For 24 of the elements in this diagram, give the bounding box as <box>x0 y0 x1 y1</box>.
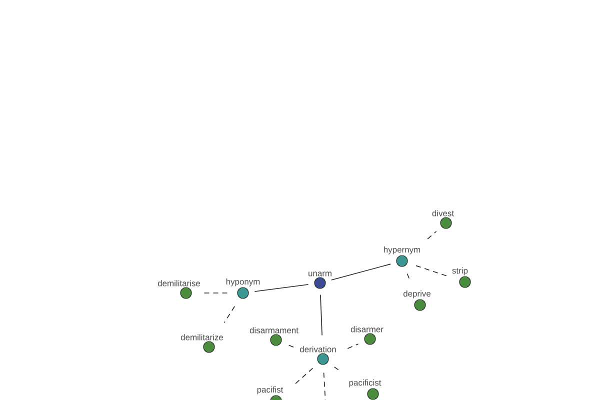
node-label: pacificist <box>349 379 382 388</box>
node-label: deprive <box>403 290 430 298</box>
node-label: demilitarise <box>158 280 200 286</box>
node-label: divest <box>432 210 454 216</box>
connector-line <box>224 306 235 324</box>
connector-line <box>416 265 450 278</box>
node-label: hypernym <box>384 246 420 254</box>
node-label: derivation <box>300 346 336 352</box>
connector-line <box>331 264 391 280</box>
connector-line <box>254 284 309 292</box>
connector-line <box>427 230 437 240</box>
node-label: pacifist <box>257 386 284 394</box>
connector-line <box>320 294 322 336</box>
connector-line <box>293 368 314 386</box>
node-label: unarm <box>308 272 332 276</box>
connector-line <box>347 344 359 349</box>
connector-line <box>201 292 228 294</box>
node-label: demilitarize <box>180 334 224 340</box>
connector-line <box>286 344 294 348</box>
node-label: strip <box>452 267 468 276</box>
node-label: disarmament <box>250 327 298 334</box>
connector-line <box>323 372 326 400</box>
node-label: hyponym <box>226 278 260 286</box>
node-label: disarmer <box>350 326 384 332</box>
